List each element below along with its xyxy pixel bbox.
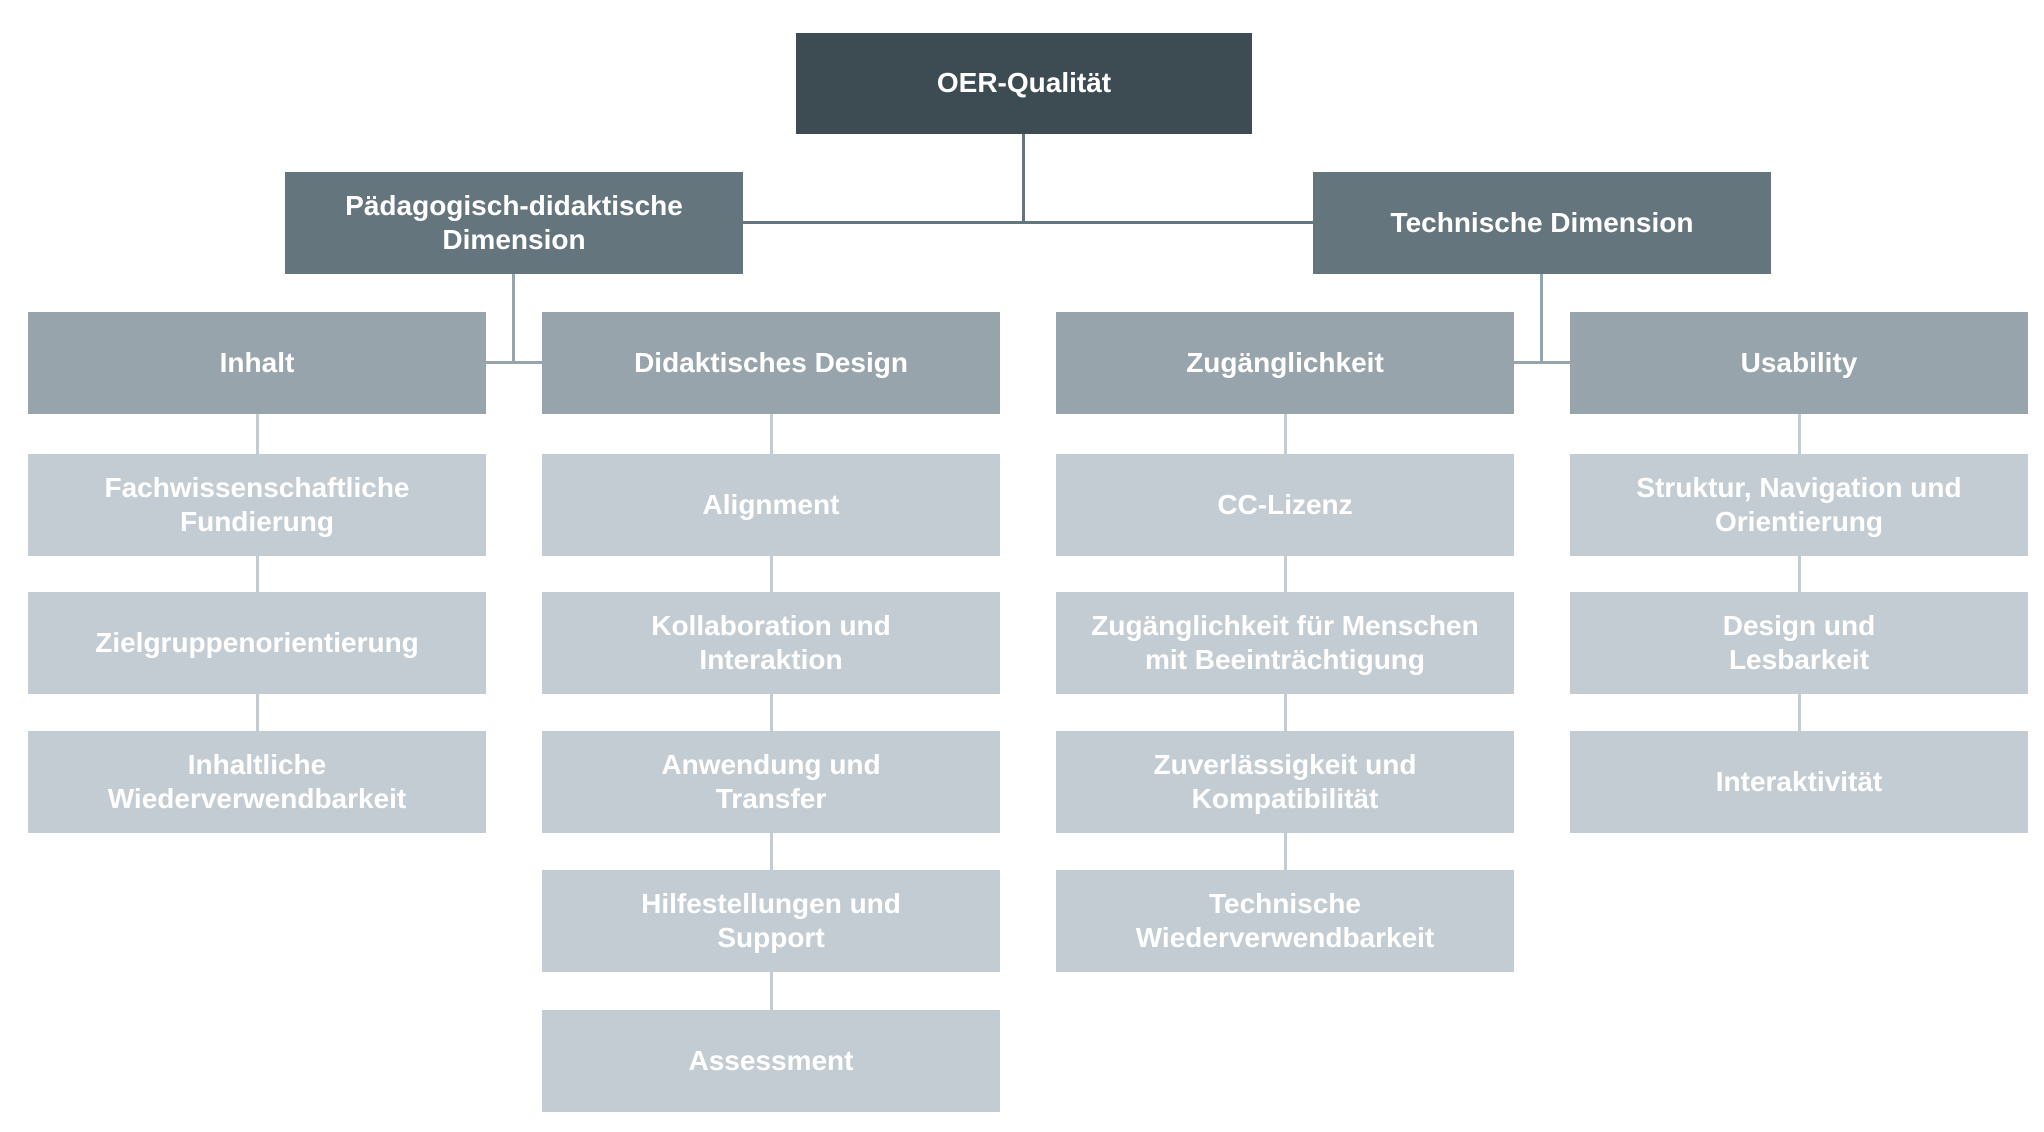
dimension-box-paedagogisch-didaktisch: Pädagogisch-didaktische Dimension	[285, 172, 743, 274]
connector-col3-seg4	[1284, 833, 1287, 870]
category-box-inhalt: Inhalt	[28, 312, 486, 414]
connector-col2-seg5	[770, 972, 773, 1010]
connector-col3-seg3	[1284, 694, 1287, 731]
connector-technisch-vertical	[1540, 274, 1543, 364]
connector-root-horizontal	[743, 221, 1313, 224]
connector-col1-seg1	[256, 414, 259, 454]
item-box-anwendung-und-transfer: Anwendung und Transfer	[542, 731, 1000, 833]
connector-paedagogisch-vertical	[512, 274, 515, 364]
item-box-inhaltliche-wiederverwendbarkeit: Inhaltliche Wiederverwendbarkeit	[28, 731, 486, 833]
connector-col4-seg2	[1798, 556, 1801, 592]
item-box-hilfestellungen-und-support: Hilfestellungen und Support	[542, 870, 1000, 972]
item-box-assessment: Assessment	[542, 1010, 1000, 1112]
connector-col2-seg1	[770, 414, 773, 454]
root-box-oer-qualitaet: OER-Qualität	[796, 33, 1252, 134]
connector-root-vertical	[1022, 134, 1025, 224]
connector-col2-seg3	[770, 694, 773, 731]
connector-col1-seg3	[256, 694, 259, 731]
connector-col2-seg2	[770, 556, 773, 592]
connector-paedagogisch-horizontal	[486, 361, 542, 364]
connector-col2-seg4	[770, 833, 773, 870]
connector-col1-seg2	[256, 556, 259, 592]
item-box-design-und-lesbarkeit: Design und Lesbarkeit	[1570, 592, 2028, 694]
connector-col3-seg1	[1284, 414, 1287, 454]
connector-technisch-horizontal	[1514, 361, 1570, 364]
item-box-interaktivitaet: Interaktivität	[1570, 731, 2028, 833]
connector-col4-seg1	[1798, 414, 1801, 454]
category-box-didaktisches-design: Didaktisches Design	[542, 312, 1000, 414]
item-box-alignment: Alignment	[542, 454, 1000, 556]
item-box-struktur-navigation-und-orientierung: Struktur, Navigation und Orientierung	[1570, 454, 2028, 556]
item-box-kollaboration-und-interaktion: Kollaboration und Interaktion	[542, 592, 1000, 694]
item-box-zugaenglichkeit-fuer-menschen-mit-beeintraechtigung: Zugänglichkeit für Menschen mit Beeinträ…	[1056, 592, 1514, 694]
item-box-zuverlaessigkeit-und-kompatibilitaet: Zuverlässigkeit und Kompatibilität	[1056, 731, 1514, 833]
dimension-box-technisch: Technische Dimension	[1313, 172, 1771, 274]
connector-col3-seg2	[1284, 556, 1287, 592]
item-box-fachwissenschaftliche-fundierung: Fachwissenschaftliche Fundierung	[28, 454, 486, 556]
connector-col4-seg3	[1798, 694, 1801, 731]
item-box-zielgruppenorientierung: Zielgruppenorientierung	[28, 592, 486, 694]
item-box-cc-lizenz: CC-Lizenz	[1056, 454, 1514, 556]
category-box-zugaenglichkeit: Zugänglichkeit	[1056, 312, 1514, 414]
item-box-technische-wiederverwendbarkeit: Technische Wiederverwendbarkeit	[1056, 870, 1514, 972]
category-box-usability: Usability	[1570, 312, 2028, 414]
